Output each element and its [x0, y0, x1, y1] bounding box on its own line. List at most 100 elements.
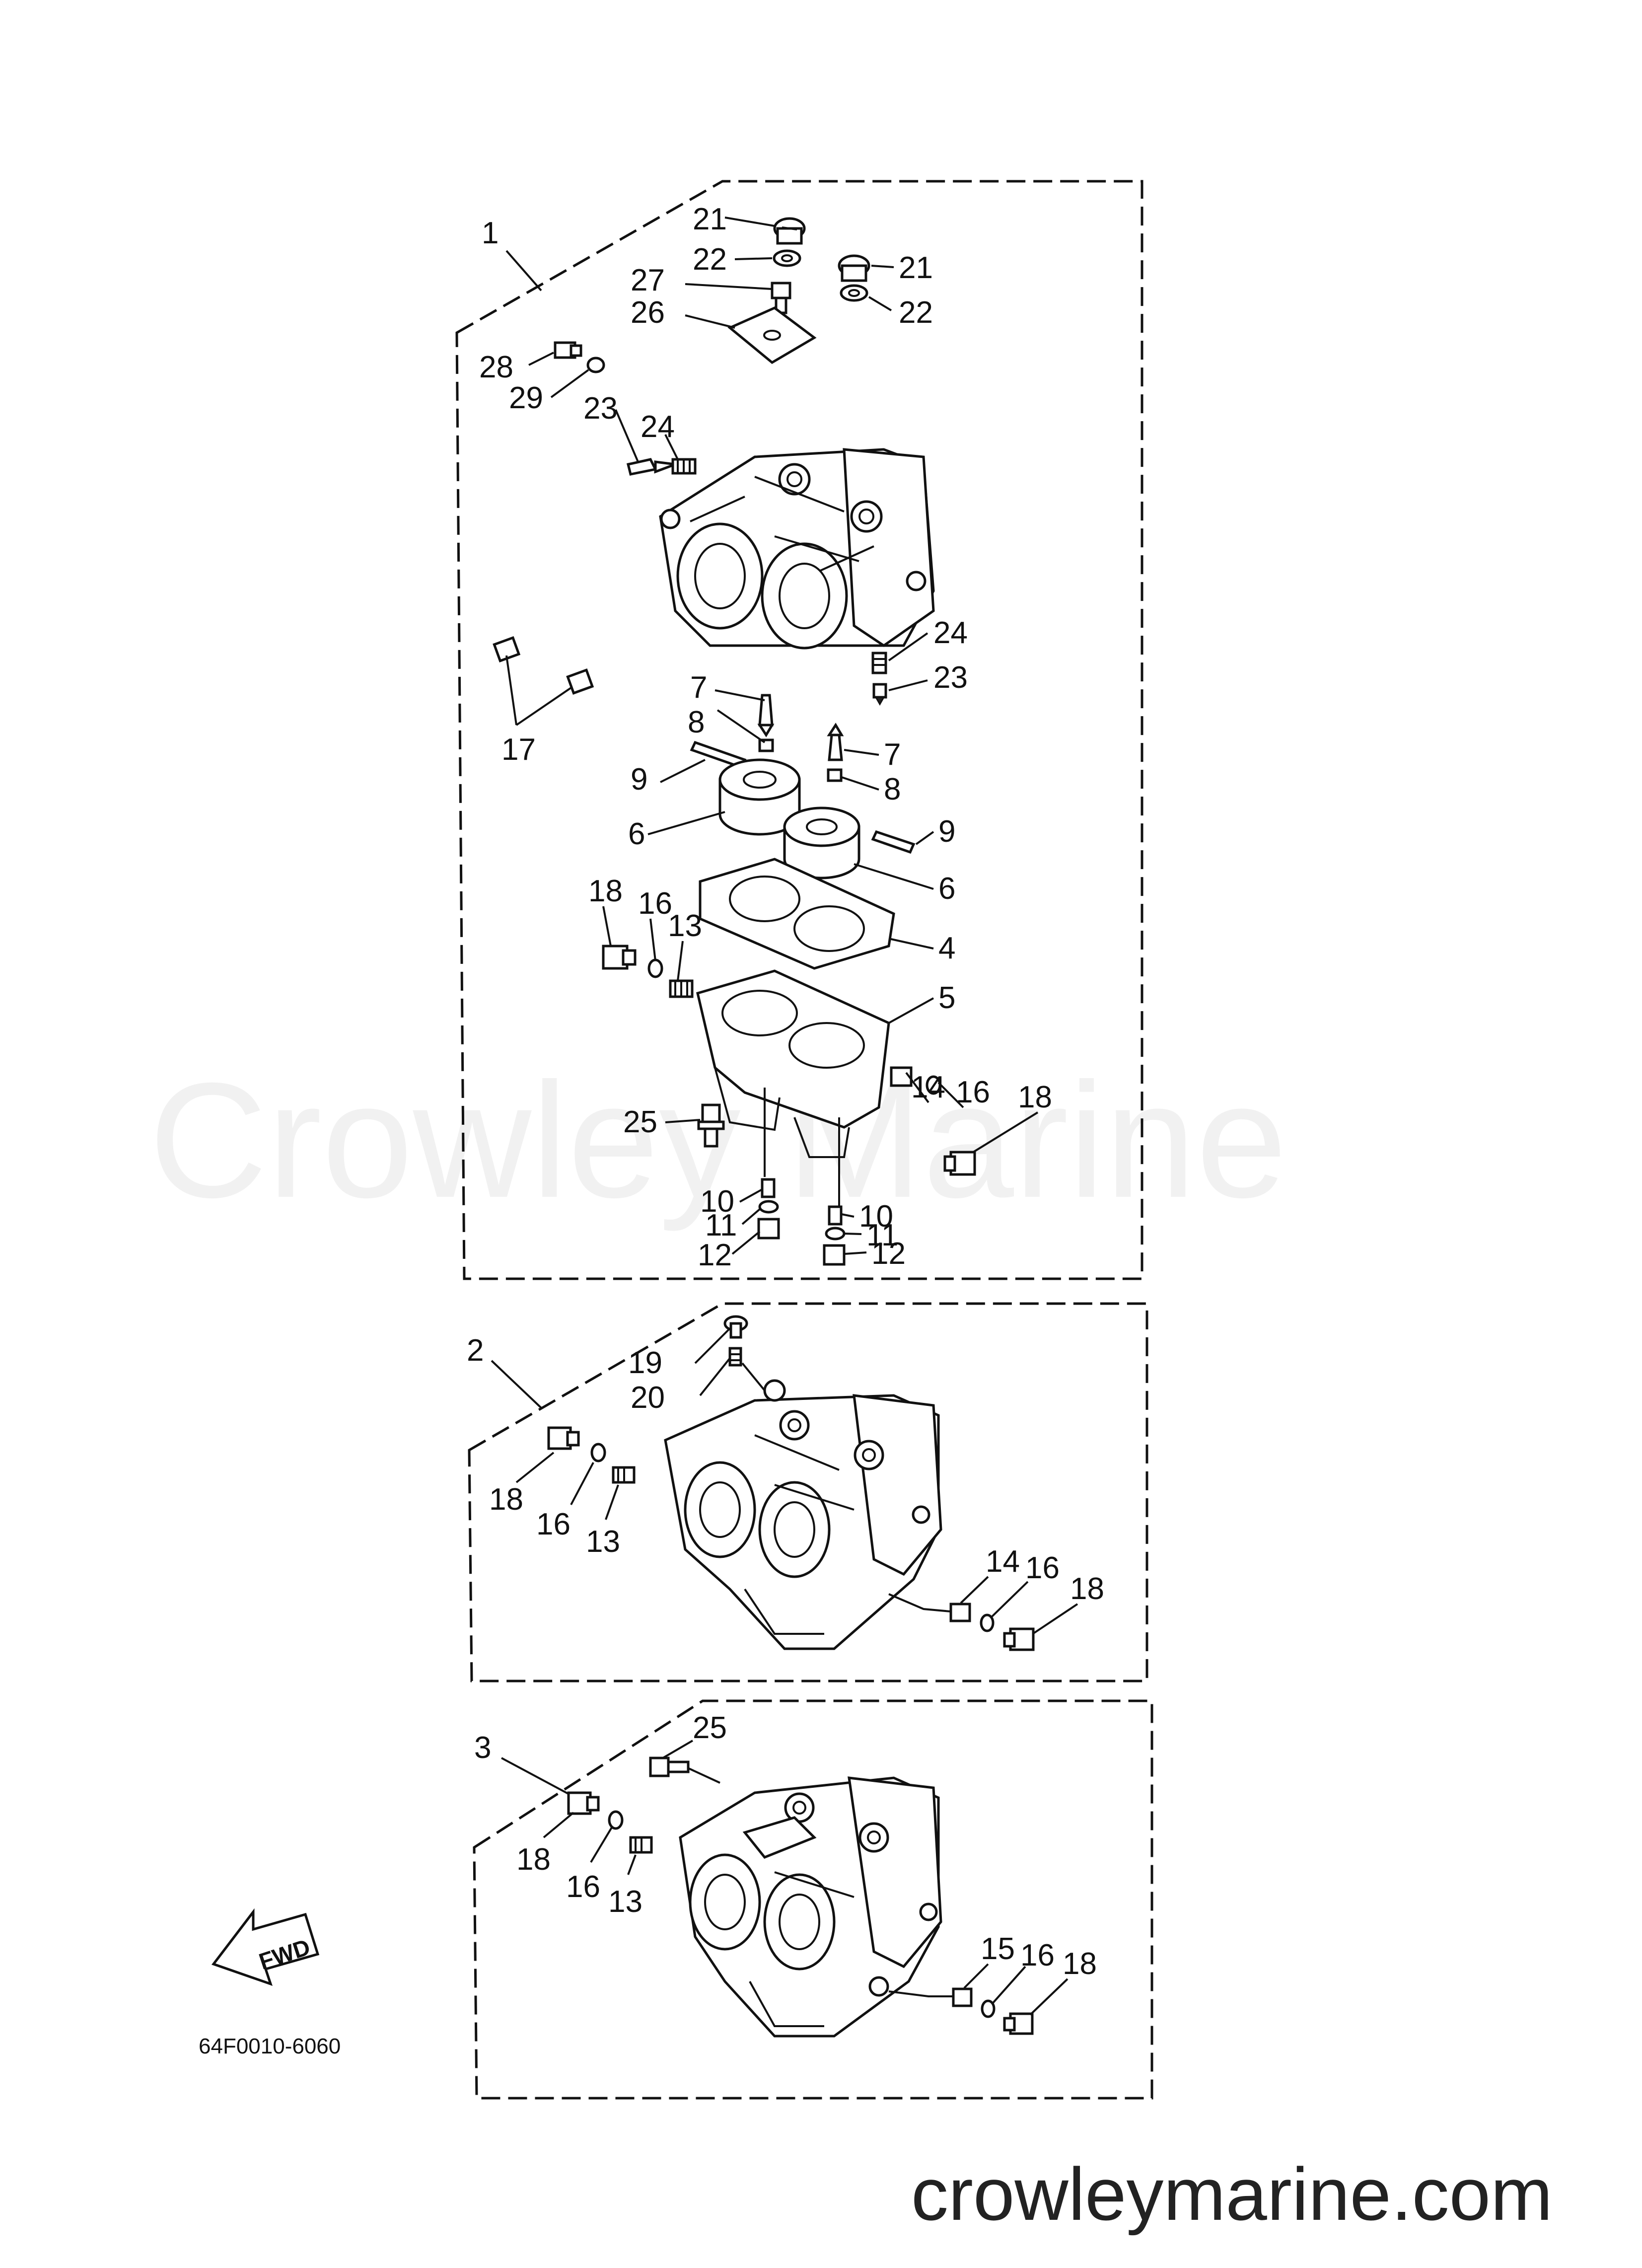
part-10-jet-b	[828, 1205, 843, 1226]
carburetor-body-2	[664, 1379, 942, 1650]
callout-9: 9	[938, 814, 955, 849]
part-16-washer-e	[608, 1810, 624, 1830]
group-3-dashed-boundary	[473, 1699, 1153, 2100]
callout-16: 16	[566, 1870, 600, 1904]
callout-16: 16	[1020, 1938, 1055, 1973]
group-1-leader-lines	[505, 217, 1039, 1255]
part-27-screw	[771, 282, 791, 314]
part-11-oring-a	[758, 1200, 779, 1214]
callout-21: 21	[899, 251, 933, 285]
group-1-label: 1	[482, 216, 499, 250]
part-16-washer-f	[981, 1999, 996, 2018]
callout-18: 18	[489, 1482, 523, 1517]
part-21-screw-b	[838, 254, 870, 282]
site-url: crowleymarine.com	[911, 2152, 1553, 2236]
callout-24: 24	[933, 616, 968, 650]
callout-13: 13	[608, 1885, 643, 1919]
part-4-gasket	[699, 858, 895, 970]
carburetor-body-upper	[659, 448, 935, 650]
part-13-jet-a	[669, 979, 694, 998]
fwd-direction-arrow: FWD	[211, 1908, 320, 1986]
part-19-screw	[723, 1315, 748, 1339]
callout-27: 27	[631, 263, 665, 297]
part-23-screw-b	[872, 683, 887, 706]
callout-28: 28	[479, 350, 513, 384]
callout-22: 22	[899, 295, 933, 330]
callout-14: 14	[986, 1544, 1020, 1579]
callout-19: 19	[628, 1346, 662, 1380]
part-18-plug-e	[567, 1791, 600, 1815]
callout-26: 26	[631, 295, 665, 330]
callout-4: 4	[938, 931, 955, 965]
group-3-carburetor: 3	[473, 1699, 1153, 2100]
callout-11: 11	[866, 1218, 898, 1252]
callout-23: 23	[933, 660, 968, 695]
callout-22: 22	[693, 242, 727, 277]
part-12-plug-a	[757, 1218, 780, 1240]
callout-18: 18	[588, 874, 623, 908]
callout-16: 16	[638, 886, 672, 921]
part-13-jet-b	[612, 1466, 636, 1484]
callout-9: 9	[631, 762, 647, 797]
part-15-screw	[952, 1987, 973, 2007]
part-22-washer-a	[773, 249, 801, 267]
part-11-oring-b	[825, 1227, 846, 1241]
part-7-needle-a	[757, 694, 775, 737]
callout-23: 23	[583, 391, 618, 426]
callout-24: 24	[641, 410, 675, 444]
part-13-jet-c	[629, 1836, 653, 1854]
part-18-plug-d	[1003, 1627, 1035, 1651]
callout-25: 25	[623, 1105, 657, 1139]
part-26-cover-plate	[727, 306, 817, 365]
callout-25: 25	[693, 1711, 727, 1745]
callout-29: 29	[509, 381, 543, 415]
part-20-spring	[728, 1347, 742, 1367]
group-3-leader-lines	[543, 1740, 1069, 2016]
callout-11: 11	[705, 1208, 737, 1243]
part-24-spring-b	[871, 652, 887, 674]
callout-12: 12	[871, 1237, 906, 1271]
part-28-plug	[554, 341, 582, 359]
part-22-washer-b	[840, 284, 868, 302]
callout-10: 10	[859, 1199, 893, 1234]
callout-16: 16	[1025, 1551, 1060, 1585]
part-18-plug-a	[602, 945, 637, 970]
part-14-screw-b	[949, 1603, 971, 1622]
part-14-screw	[890, 1066, 913, 1087]
callout-6: 6	[628, 817, 645, 851]
callout-7: 7	[690, 670, 707, 705]
part-29-washer	[586, 357, 605, 373]
callout-16: 16	[536, 1507, 571, 1541]
callout-18: 18	[1063, 1947, 1097, 1981]
callout-15: 15	[981, 1932, 1015, 1966]
diagram-code: 64F0010-6060	[199, 2034, 341, 2058]
part-18-plug-c	[547, 1426, 580, 1450]
part-8-clip-b	[827, 768, 843, 782]
callout-20: 20	[631, 1381, 665, 1415]
part-16-washer-c	[590, 1443, 606, 1463]
part-18-plug-f	[1003, 2012, 1034, 2035]
callout-8: 8	[688, 705, 705, 739]
part-8-clip-a	[758, 738, 774, 752]
part-10-jet-a	[761, 1178, 776, 1198]
part-25-bolt-b	[649, 1756, 690, 1777]
callout-18: 18	[1070, 1572, 1104, 1606]
callout-13: 13	[586, 1525, 620, 1559]
callout-18: 18	[516, 1842, 551, 1877]
part-18-plug-b	[943, 1151, 976, 1176]
part-16-washer-d	[980, 1613, 995, 1632]
part-16-washer-a	[647, 958, 663, 978]
callout-21: 21	[693, 202, 727, 236]
callout-5: 5	[938, 981, 955, 1015]
group-2-leader-lines	[515, 1327, 1078, 1635]
callout-18: 18	[1018, 1080, 1052, 1114]
group-2-label: 2	[467, 1333, 484, 1368]
part-5-float-chamber	[696, 969, 890, 1158]
group-1-dashed-boundary	[455, 180, 1143, 1280]
group-3-label: 3	[474, 1731, 491, 1765]
carburetor-body-3	[679, 1776, 942, 2038]
part-17-plugs	[493, 636, 594, 695]
part-7-needle-b	[827, 723, 844, 761]
callout-8: 8	[884, 772, 901, 806]
